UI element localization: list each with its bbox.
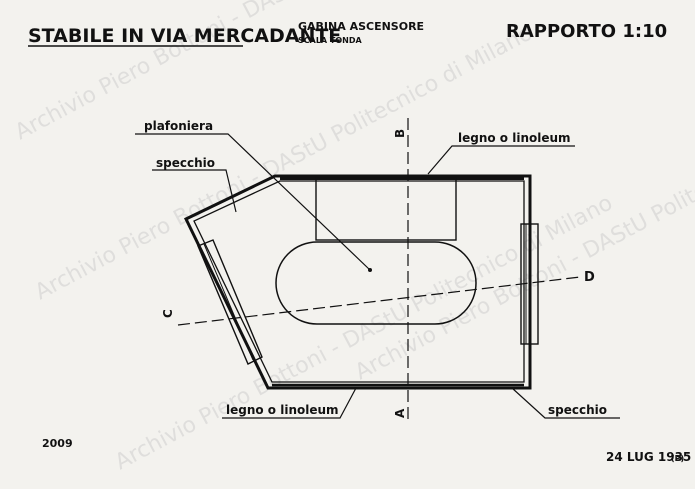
scale-label: RAPPORTO 1:10 xyxy=(506,21,667,42)
plafoniera-oval xyxy=(275,241,477,325)
section-mark-a: A xyxy=(393,408,407,418)
leader-legno-top xyxy=(427,145,575,175)
watermark-3: Archivio Piero Bottoni - DAStU Politecni… xyxy=(111,191,617,476)
label-plafoniera: plafoniera xyxy=(144,119,213,133)
leader-specchio-left xyxy=(152,169,237,213)
leader-plafoniera xyxy=(135,133,371,271)
section-mark-c: C xyxy=(161,309,175,318)
label-specchio-bottom: specchio xyxy=(548,403,607,417)
subtitle-bottom: SCALA TONDA xyxy=(298,36,362,45)
plafoniera-centre-dot xyxy=(368,268,372,272)
section-mark-b: B xyxy=(393,129,407,138)
left-mirror xyxy=(197,239,263,365)
leader-specchio-bottom xyxy=(511,387,620,419)
drawing-initials: (P) xyxy=(671,454,684,463)
drawing-date: 24 LUG 1935 xyxy=(606,450,691,464)
leader-legno-bottom xyxy=(222,387,357,419)
leader-lines xyxy=(135,133,620,419)
label-specchio-left: specchio xyxy=(156,156,215,170)
section-mark-d: D xyxy=(584,270,595,285)
sheet-title: STABILE IN VIA MERCADANTE xyxy=(28,25,341,47)
label-legno-bottom: legno o linoleum xyxy=(226,403,339,417)
cabin-wall-inner xyxy=(193,180,525,383)
left-mirror-inner xyxy=(203,243,254,361)
cabin-plan xyxy=(183,174,539,390)
sheet-number: 2009 xyxy=(42,437,73,450)
label-legno-top: legno o linoleum xyxy=(458,131,571,145)
watermark-2: Archivio Piero Bottoni - DAStU Politecni… xyxy=(31,21,537,306)
subtitle-top: GABINA ASCENSORE xyxy=(298,20,424,33)
ceiling-recess xyxy=(315,177,457,241)
